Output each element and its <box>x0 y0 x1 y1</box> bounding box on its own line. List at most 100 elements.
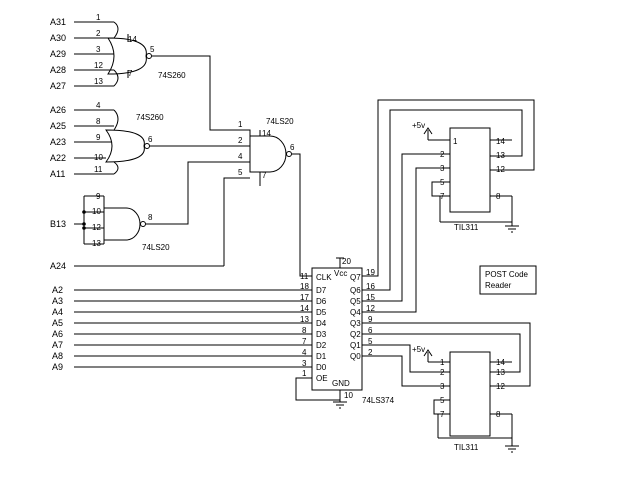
latch-d-label: D1 <box>316 352 327 361</box>
latch-d-pin: 18 <box>300 282 309 291</box>
signal-label: B13 <box>50 219 66 229</box>
latch-vcc-pin: 20 <box>342 257 351 266</box>
pin-number: 5 <box>150 45 155 54</box>
pin-number: 13 <box>496 368 505 377</box>
signal-label: A8 <box>52 351 63 361</box>
nor-gate-1 <box>107 34 152 78</box>
pin-number: 8 <box>96 117 101 126</box>
gate-3-inputs <box>74 195 105 245</box>
latch-q-label: Q4 <box>350 308 361 317</box>
latch-q-pin: 15 <box>366 293 375 302</box>
pin-number: 7 <box>262 171 267 180</box>
pin-number: 1 <box>453 137 458 146</box>
latch-d-label: D2 <box>316 341 327 350</box>
signal-label: A7 <box>52 340 63 350</box>
nand-gate-3 <box>103 207 146 241</box>
gate-3-part: 74LS20 <box>142 243 170 252</box>
nor-gate-2 <box>105 129 150 163</box>
title-labels: POST Code Reader <box>485 270 529 290</box>
latch-d-label: D6 <box>316 297 327 306</box>
latch-oe-label: OE <box>316 374 328 383</box>
pin-number: 12 <box>92 223 101 232</box>
pin-number: 10 <box>94 153 103 162</box>
signal-labels: A31 A30 A29 A28 A27 A26 A25 A23 A22 A11 … <box>50 17 66 372</box>
signal-label: A2 <box>52 285 63 295</box>
latch-oe-pin: 1 <box>302 369 307 378</box>
pin-number: 4 <box>238 152 243 161</box>
latch-q-pin: 9 <box>368 315 373 324</box>
signal-label: A3 <box>52 296 63 306</box>
pin-number: 3 <box>440 164 445 173</box>
pin-number: 8 <box>496 192 501 201</box>
signal-label: A26 <box>50 105 66 115</box>
pin-number: 2 <box>238 136 243 145</box>
latch-d-pin: 17 <box>300 293 309 302</box>
latch-q-label: Q3 <box>350 319 361 328</box>
latch-q-label: Q1 <box>350 341 361 350</box>
pin-number: 1 <box>238 120 243 129</box>
latch-d-label: D7 <box>316 286 327 295</box>
pin-number: 13 <box>496 151 505 160</box>
pin-number: 3 <box>96 45 101 54</box>
signal-label: A22 <box>50 153 66 163</box>
latch-q-pin: 5 <box>368 337 373 346</box>
gate-2-inputs <box>74 109 119 175</box>
pin-number: 5 <box>238 168 243 177</box>
gate-wiring <box>74 55 312 277</box>
latch-q-label: Q5 <box>350 297 361 306</box>
pin-number: 14 <box>262 129 271 138</box>
pin-number: 13 <box>94 77 103 86</box>
pin-number: 8 <box>496 410 501 419</box>
pin-number: 8 <box>148 213 153 222</box>
display-upper <box>423 127 519 233</box>
pin-number: 13 <box>92 239 101 248</box>
pin-number: 7 <box>440 192 445 201</box>
pin-number: 2 <box>440 368 445 377</box>
pin-number: 14 <box>496 137 505 146</box>
latch-clk-label: CLK <box>316 273 332 282</box>
signal-label: A4 <box>52 307 63 317</box>
signal-label: A27 <box>50 81 66 91</box>
pin-number: 2 <box>440 150 445 159</box>
latch-gnd-label: GND <box>332 379 350 388</box>
latch-q-pin: 2 <box>368 348 373 357</box>
signal-label: A29 <box>50 49 66 59</box>
latch-q-pin: 19 <box>366 268 375 277</box>
latch-q-pin: 12 <box>366 304 375 313</box>
pin-number: 14 <box>128 35 137 44</box>
display-lower-supply: +5v <box>412 345 425 354</box>
latch-74ls374 <box>311 257 363 409</box>
gate-2-part: 74S260 <box>136 113 164 122</box>
pin-number: 2 <box>96 29 101 38</box>
pin-number: 12 <box>496 382 505 391</box>
pin-number: 7 <box>440 410 445 419</box>
signal-label: A30 <box>50 33 66 43</box>
display-lower <box>423 349 519 453</box>
latch-q-label: Q2 <box>350 330 361 339</box>
display-lower-labels: TIL311 +5v 1 2 3 5 7 14 13 12 8 <box>412 345 505 452</box>
pin-number: 3 <box>440 382 445 391</box>
pin-number: 4 <box>96 101 101 110</box>
nand-gate-4 <box>249 130 292 186</box>
display-upper-supply: +5v <box>412 121 425 130</box>
signal-label: A24 <box>50 261 66 271</box>
pin-number: 14 <box>496 358 505 367</box>
pin-number: 12 <box>94 61 103 70</box>
latch-clk-pin: 11 <box>300 272 309 281</box>
pin-number: 7 <box>128 69 133 78</box>
pin-number: 10 <box>92 207 101 216</box>
latch-q-label: Q0 <box>350 352 361 361</box>
display-upper-labels: TIL311 +5v 1 2 3 5 7 14 13 12 8 <box>412 121 505 232</box>
title-box <box>479 265 537 295</box>
gate-pin-numbers: 1 2 3 12 13 14 7 5 4 8 9 10 11 6 9 10 12… <box>92 13 295 248</box>
latch-d-pin: 14 <box>300 304 309 313</box>
latch-part: 74LS374 <box>362 396 395 405</box>
latch-labels: 74LS374 Vcc GND CLK OE 20 10 11 1 D7 D6 … <box>300 257 395 405</box>
signal-label: A31 <box>50 17 66 27</box>
gate-4-part: 74LS20 <box>266 117 294 126</box>
latch-q-label: Q7 <box>350 273 361 282</box>
signal-label: A9 <box>52 362 63 372</box>
latch-d-pin: 13 <box>300 315 309 324</box>
gate-1-part: 74S260 <box>158 71 186 80</box>
latch-d-pin: 8 <box>302 326 307 335</box>
